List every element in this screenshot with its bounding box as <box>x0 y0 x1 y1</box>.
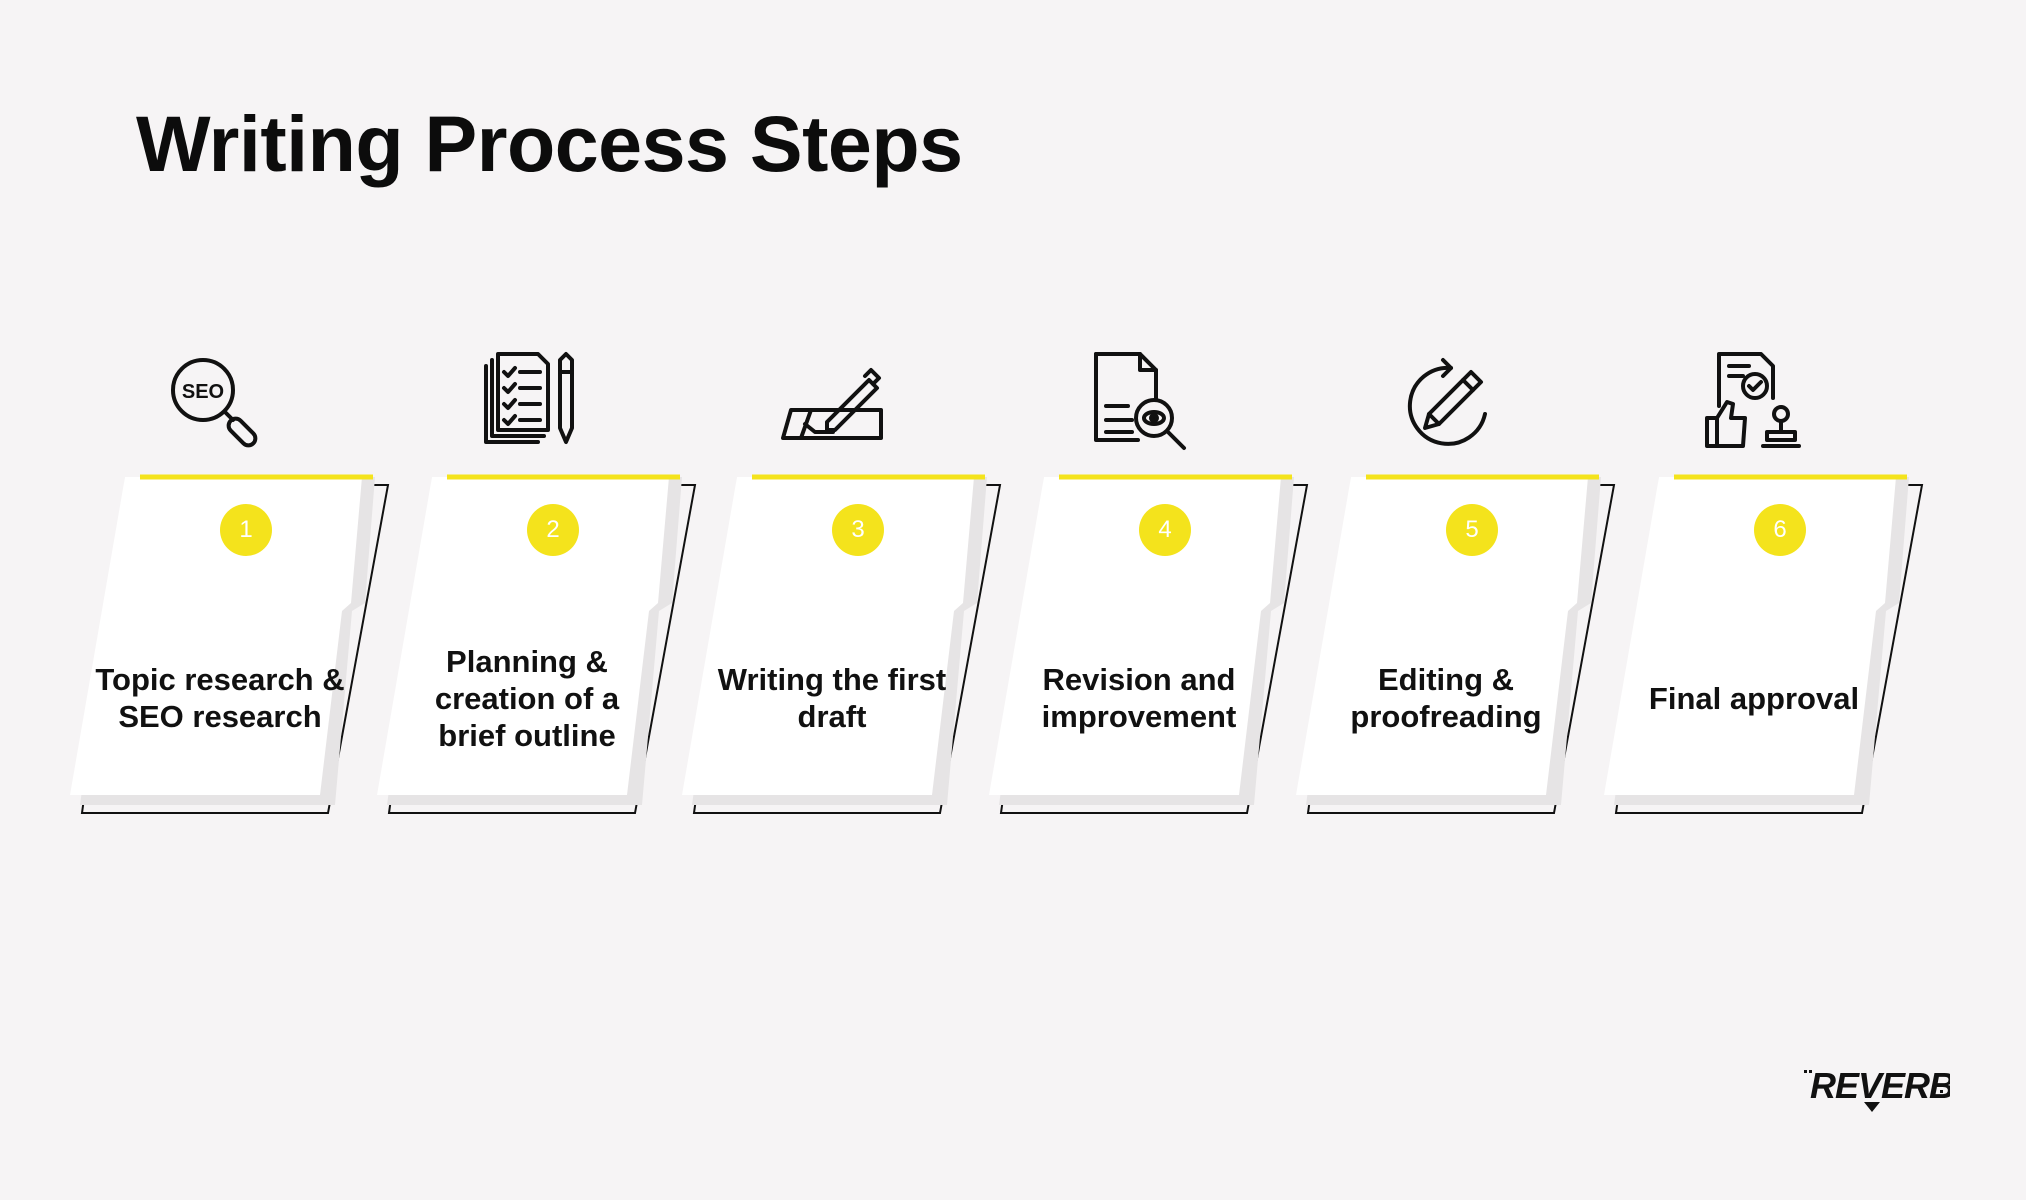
step-card <box>1604 474 1924 814</box>
step-1: SEO 1 Topic research & SEO research <box>70 350 390 814</box>
step-card <box>989 474 1309 814</box>
svg-text:REVERB: REVERB <box>1810 1065 1950 1106</box>
writing-hand-pen-icon <box>781 368 883 440</box>
document-review-icon <box>1094 352 1186 450</box>
step-2: 2 Planning & creation of a brief outline <box>377 350 697 814</box>
seo-magnifier-icon: SEO <box>171 358 258 448</box>
step-card <box>377 474 697 814</box>
step-label: Topic research & SEO research <box>95 662 345 734</box>
step-number-badge: 6 <box>1754 504 1806 556</box>
step-5: 5 Editing & proofreading <box>1296 350 1616 814</box>
step-card <box>682 474 1002 814</box>
step-number-badge: 2 <box>527 504 579 556</box>
step-3: 3 Writing the first draft <box>682 350 1002 814</box>
edit-refresh-icon <box>1407 358 1487 446</box>
page-title: Writing Process Steps <box>136 99 963 188</box>
step-4: 4 Revision and improvement <box>989 350 1309 814</box>
step-number-badge: 5 <box>1446 504 1498 556</box>
step-label: Planning & creation of a brief outline <box>434 643 620 753</box>
step-label: Revision and improvement <box>1041 662 1237 734</box>
approval-stamp-icon <box>1705 352 1801 448</box>
step-label: Final approval <box>1648 680 1860 716</box>
step-number-badge: 1 <box>220 504 272 556</box>
reverb-logo: REVERB <box>1804 1065 1950 1112</box>
seo-icon-text: SEO <box>182 381 224 403</box>
step-6: 6 Final approval <box>1604 350 1924 814</box>
step-label: Editing & proofreading <box>1350 662 1542 734</box>
step-label: Writing the first draft <box>717 662 947 734</box>
step-number-badge: 4 <box>1139 504 1191 556</box>
step-card <box>1296 474 1616 814</box>
step-number-badge: 3 <box>832 504 884 556</box>
step-card <box>70 474 390 814</box>
checklist-pen-icon <box>484 352 574 444</box>
